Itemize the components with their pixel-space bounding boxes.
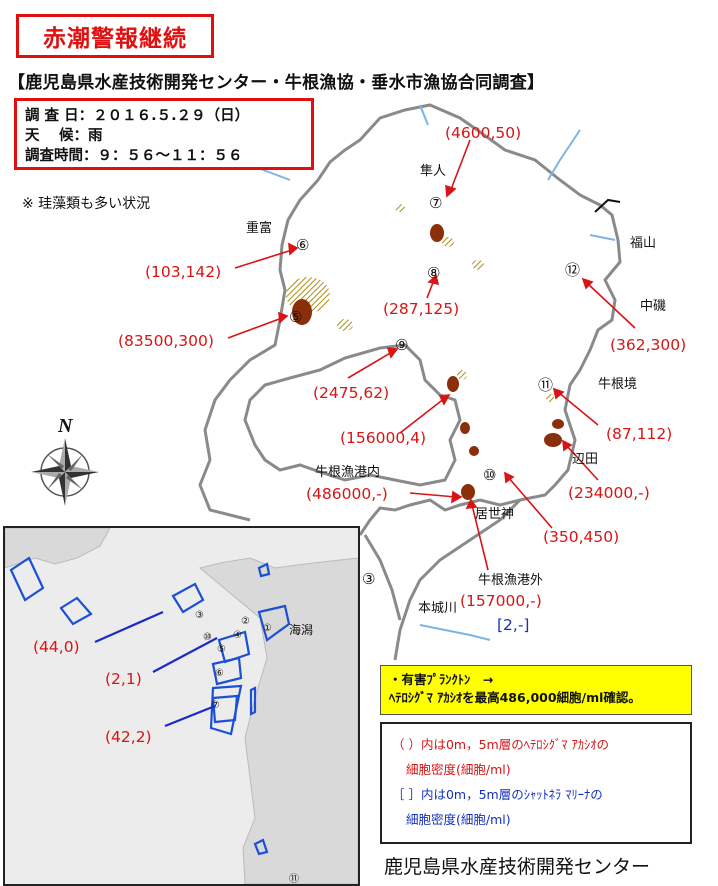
inset-reading-c: (42,2): [105, 728, 152, 746]
station-6: ⑥: [296, 236, 309, 254]
inset-station-7: ⑦: [211, 700, 220, 711]
survey-date: 調 査 日：２０１６.５.２９（日）: [25, 108, 250, 124]
red-tide-bloom: [461, 484, 475, 500]
river: [547, 129, 581, 181]
inset-station-3: ③: [195, 610, 204, 621]
red-tide-bloom: [292, 299, 312, 325]
legend-blue-line-2: 細胞密度(細胞/ml): [406, 812, 511, 827]
red-tide-bloom: [552, 419, 564, 429]
inset-station-1: ①: [263, 623, 272, 634]
compass-rose-icon: N: [31, 415, 99, 506]
reading-station-7: (4600,50): [445, 124, 521, 142]
place-shigetomi: 重富: [246, 220, 272, 236]
survey-subtitle: 【鹿児島県水産技術開発センター・牛根漁協・垂水市漁協合同調査】: [8, 73, 545, 93]
station-11: ⑪: [538, 376, 553, 394]
density-legend: （ ）内は0m，5m層のﾍﾃﾛｼｸﾞﾏ ｱｶｼｵの 細胞密度(細胞/ml) ［ …: [380, 722, 692, 844]
reading-station-5: (83500,300): [118, 332, 214, 350]
red-tide-bloom: [447, 376, 459, 392]
station-10: ⑩: [483, 466, 496, 484]
inset-fish-farms: [9, 556, 291, 856]
diatom-patch: [442, 237, 454, 247]
inset-map: ③ ② ① ④ ⑩ ⑤ ⑥ ⑦ ⑪ 海潟 (44,0) (2,1) (42,2): [3, 526, 360, 886]
red-tide-bloom: [430, 224, 444, 242]
inset-reading-a: (44,0): [33, 638, 80, 656]
place-ushine-inner: 牛根漁港内: [315, 464, 380, 480]
inset-station-5: ⑤: [217, 644, 226, 655]
diatom-patch: [546, 394, 554, 402]
inset-place-kaigata: 海潟: [289, 622, 313, 637]
place-ushine-outer: 牛根漁港外: [478, 573, 543, 588]
inner-coast: [243, 343, 462, 487]
river: [419, 624, 491, 641]
inset-station-10: ⑩: [203, 632, 212, 643]
diatom-patch: [337, 319, 353, 331]
inset-reading-b: (2,1): [105, 670, 142, 688]
red-tide-bloom: [469, 446, 479, 456]
leader-arrows: [227, 139, 636, 571]
survey-info-box: 調 査 日：２０１６.５.２９（日） 天 候：雨 調査時間：９：５６～１１：５６: [14, 98, 314, 170]
legend-red-line-2: 細胞密度(細胞/ml): [406, 762, 511, 777]
reading-mid: (156000,4): [340, 429, 426, 447]
compass-north-label: N: [57, 415, 74, 437]
red-tide-bloom: [460, 422, 470, 434]
survey-weather: 天 候：雨: [25, 128, 103, 144]
station-8: ⑧: [427, 264, 440, 282]
reading-station-9: (2475,62): [313, 384, 389, 402]
alert-title: 赤潮警報継続: [16, 14, 214, 58]
place-henda: 辺田: [572, 452, 598, 467]
reading-station-11: (87,112): [606, 425, 672, 443]
reading-station-6: (103,142): [145, 263, 221, 281]
reading-henda: (234000,-): [568, 484, 650, 502]
inset-station-2: ②: [241, 616, 250, 627]
station-3: ③: [362, 570, 375, 588]
diatom-patch: [472, 260, 484, 270]
footer-organization: 鹿児島県水産技術開発センター: [384, 856, 651, 878]
place-fukuyama: 福山: [630, 236, 656, 251]
station-9: ⑨: [395, 336, 408, 354]
highlight-summary: ・有害ﾌﾟﾗﾝｸﾄﾝ → ﾍﾃﾛｼｸﾞﾏ ｱｶｼｵを最高486,000細胞/ml…: [380, 665, 692, 715]
legend-blue-line-1: ［ ］内は0m，5m層のｼｬｯﾄﾈﾗ ﾏﾘｰﾅの: [392, 787, 603, 802]
inset-land: [5, 528, 111, 569]
peninsula-east: [393, 498, 522, 661]
place-motokigawa: 本城川: [418, 601, 457, 616]
inset-map-svg: ③ ② ① ④ ⑩ ⑤ ⑥ ⑦ ⑪ 海潟 (44,0) (2,1) (42,2): [5, 528, 358, 884]
inset-land: [198, 557, 358, 884]
inset-leader-lines: [94, 610, 218, 728]
coast-right: [363, 534, 402, 621]
summary-line-2: ﾍﾃﾛｼｸﾞﾏ ｱｶｼｵを最高486,000細胞/ml確認。: [389, 690, 641, 705]
boundary: [594, 198, 621, 213]
inset-station-11: ⑪: [289, 873, 299, 884]
reading-station-8: (287,125): [383, 300, 459, 318]
river: [419, 104, 429, 126]
place-koseijin: 居世神: [475, 507, 514, 522]
coastline-west: [198, 178, 320, 522]
place-nakaiso: 中磯: [640, 299, 666, 314]
station-5: ⑤: [289, 308, 302, 326]
diatom-patch: [457, 370, 467, 380]
reading-ushine-inner: (486000,-): [306, 485, 388, 503]
diatom-patch: [395, 204, 405, 212]
summary-line-1: ・有害ﾌﾟﾗﾝｸﾄﾝ →: [389, 672, 494, 687]
station-12: ⑫: [565, 261, 580, 279]
inset-station-6: ⑥: [215, 668, 224, 679]
red-tide-bloom: [544, 433, 562, 447]
river: [257, 167, 291, 181]
reading-station-12: (362,300): [610, 336, 686, 354]
place-ushinezakai: 牛根境: [598, 377, 637, 392]
reading-ushine-outer-chattonella: [2,-]: [497, 616, 529, 634]
legend-red-line-1: （ ）内は0m，5m層のﾍﾃﾛｼｸﾞﾏ ｱｶｼｵの: [392, 737, 609, 752]
coastline: [316, 103, 622, 536]
inset-station-4: ④: [233, 630, 242, 641]
river: [589, 234, 616, 241]
reading-ushine-outer: (157000,-): [460, 592, 542, 610]
survey-time: 調査時間：９：５６～１１：５６: [25, 148, 243, 164]
reading-station-10: (350,450): [543, 528, 619, 546]
station-7: ⑦: [429, 194, 442, 212]
place-hayato: 隼人: [420, 163, 446, 179]
diatom-note: ※ 珪藻類も多い状況: [22, 196, 151, 212]
